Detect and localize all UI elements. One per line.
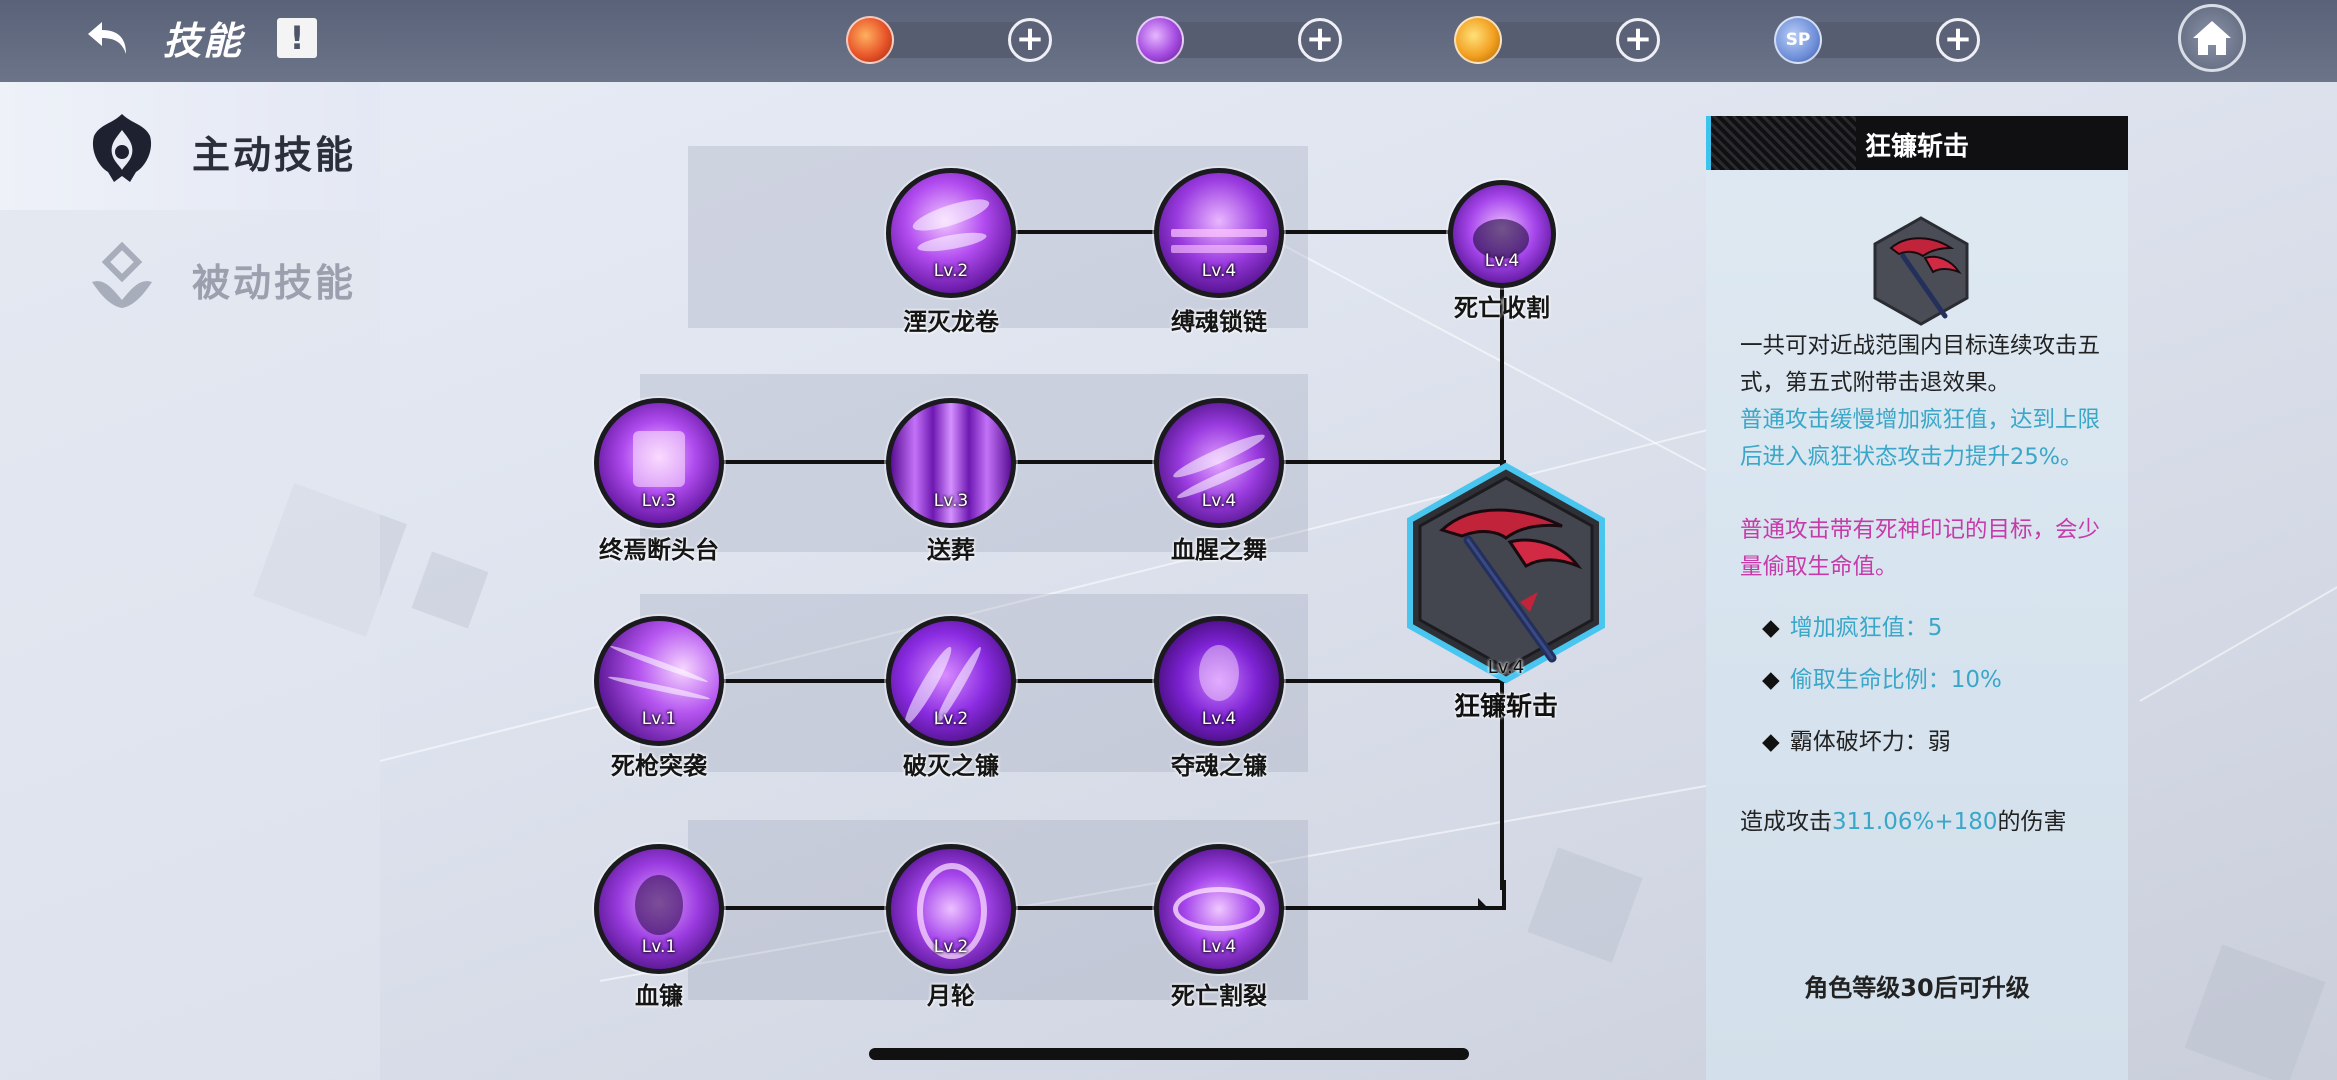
add-fire-gem-button[interactable]: +: [1008, 18, 1052, 62]
skill-death-spear-strike[interactable]: Lv.1: [594, 616, 724, 746]
skill-level: Lv.2: [933, 261, 969, 281]
scythe-icon: [1871, 216, 1971, 326]
stat-label: 增加疯狂值：5: [1789, 615, 1943, 641]
header-pattern: [1706, 116, 1856, 170]
skill-name: 夺魂之镰: [1171, 752, 1267, 780]
page-title: 技能: [163, 19, 244, 63]
top-bar: 技能 ! + + + SP +: [0, 0, 2337, 82]
skill-name: 破灭之镰: [903, 752, 999, 780]
diamond-bullet-icon: ◆: [1762, 729, 1780, 755]
info-button[interactable]: !: [277, 18, 317, 58]
damage-suffix: 的伤害: [1997, 809, 2067, 835]
header-accent: [1706, 116, 1711, 170]
tab-label: 被动技能: [192, 261, 357, 305]
diamond-bullet-icon: ◆: [1762, 667, 1780, 693]
skill-name: 送葬: [927, 536, 975, 564]
detail-header: 狂镰斩击: [1706, 116, 2128, 170]
skill-level: Lv.2: [933, 937, 969, 957]
connector-corner: [1478, 880, 1506, 910]
back-button[interactable]: [84, 14, 134, 64]
purple-gem-icon: [1136, 16, 1184, 64]
skill-detail-panel: 狂镰斩击 一共可对近战范围内目标连续攻击五式，第五式附带击退效果。 普通攻击缓慢…: [1706, 116, 2128, 1080]
damage-prefix: 造成攻击: [1740, 809, 1832, 835]
skill-level: Lv.1: [641, 709, 677, 729]
skill-funeral[interactable]: Lv.3: [886, 398, 1016, 528]
skill-death-harvest[interactable]: Lv.4: [1448, 180, 1556, 288]
skill-level: Lv.3: [933, 491, 969, 511]
skill-frenzy-scythe-slash[interactable]: Lv.4: [1402, 462, 1610, 684]
sidebar: 主动技能 被动技能: [0, 82, 380, 1080]
detail-stat: ◆ 霸体破坏力：弱: [1762, 722, 1951, 756]
connector: [722, 460, 1506, 464]
connector: [722, 906, 1486, 910]
skill-name: 血镰: [635, 982, 683, 1010]
home-button[interactable]: [2178, 4, 2246, 72]
upgrade-hint: 角色等级30后可升级: [1804, 974, 2030, 1002]
skill-bloody-dance[interactable]: Lv.4: [1154, 398, 1284, 528]
skill-level: Lv.4: [1484, 251, 1520, 271]
connector: [722, 679, 1506, 683]
connector: [1500, 680, 1504, 890]
damage-value: 311.06%+180: [1832, 809, 1998, 835]
skill-soul-chain[interactable]: Lv.4: [1154, 168, 1284, 298]
skill-soul-reaper-scythe[interactable]: Lv.4: [1154, 616, 1284, 746]
skill-name: 终焉断头台: [599, 536, 719, 564]
tab-label: 主动技能: [192, 133, 357, 177]
passive-skill-emblem-icon: [84, 238, 160, 314]
stat-label: 偷取生命比例：10%: [1789, 667, 2002, 693]
skill-level: Lv.3: [641, 491, 677, 511]
skill-name: 月轮: [927, 982, 975, 1010]
fire-gem-icon: [846, 16, 894, 64]
skill-level: Lv.4: [1487, 657, 1525, 678]
detail-stat: ◆ 偷取生命比例：10%: [1762, 660, 2002, 694]
skill-destruction-scythe[interactable]: Lv.2: [886, 616, 1016, 746]
skill-level: Lv.4: [1201, 709, 1237, 729]
resource-fire-gem: +: [846, 16, 1052, 64]
connector: [1500, 260, 1504, 470]
tab-passive-skills[interactable]: 被动技能: [0, 210, 380, 338]
diamond-bullet-icon: ◆: [1762, 615, 1780, 641]
add-purple-gem-button[interactable]: +: [1298, 18, 1342, 62]
skill-name: 死枪突袭: [611, 752, 707, 780]
skill-doom-guillotine[interactable]: Lv.3: [594, 398, 724, 528]
gold-coin-icon: [1454, 16, 1502, 64]
resource-sp: SP +: [1774, 16, 1980, 64]
skill-name: 缚魂锁链: [1171, 308, 1267, 336]
detail-damage: 造成攻击311.06%+180的伤害: [1740, 802, 2067, 836]
skill-death-rend[interactable]: Lv.4: [1154, 844, 1284, 974]
add-gold-button[interactable]: +: [1616, 18, 1660, 62]
stat-label: 霸体破坏力：弱: [1789, 729, 1951, 755]
skill-level: Lv.2: [933, 709, 969, 729]
skill-blood-scythe[interactable]: Lv.1: [594, 844, 724, 974]
detail-description: 一共可对近战范围内目标连续攻击五式，第五式附带击退效果。: [1740, 333, 2101, 396]
skill-name: 狂镰斩击: [1453, 692, 1558, 722]
detail-stat: ◆ 增加疯狂值：5: [1762, 608, 1942, 642]
skill-level: Lv.4: [1201, 491, 1237, 511]
detail-effect-lifesteal: 普通攻击带有死神印记的目标，会少量偷取生命值。: [1740, 517, 2101, 580]
skill-name: 血腥之舞: [1171, 536, 1267, 564]
active-skill-emblem-icon: [84, 110, 160, 186]
skill-name: 死亡割裂: [1171, 982, 1267, 1010]
skill-moon-wheel[interactable]: Lv.2: [886, 844, 1016, 974]
sp-icon: SP: [1774, 16, 1822, 64]
skill-name: 死亡收割: [1454, 294, 1550, 322]
home-icon: [2193, 21, 2231, 55]
skill-level: Lv.4: [1201, 937, 1237, 957]
skill-name: 湮灭龙卷: [903, 308, 999, 336]
resource-gold-coin: +: [1454, 16, 1660, 64]
add-sp-button[interactable]: +: [1936, 18, 1980, 62]
home-indicator-bar[interactable]: [869, 1048, 1469, 1060]
resource-purple-gem: +: [1136, 16, 1342, 64]
back-arrow-icon: [88, 22, 126, 54]
tab-active-skills[interactable]: 主动技能: [0, 82, 380, 210]
detail-title: 狂镰斩击: [1864, 132, 1969, 162]
skill-level: Lv.1: [641, 937, 677, 957]
skill-level: Lv.4: [1201, 261, 1237, 281]
skill-annihilation-tornado[interactable]: Lv.2: [886, 168, 1016, 298]
detail-effect-frenzy: 普通攻击缓慢增加疯狂值，达到上限后进入疯狂状态攻击力提升25%。: [1740, 407, 2101, 470]
